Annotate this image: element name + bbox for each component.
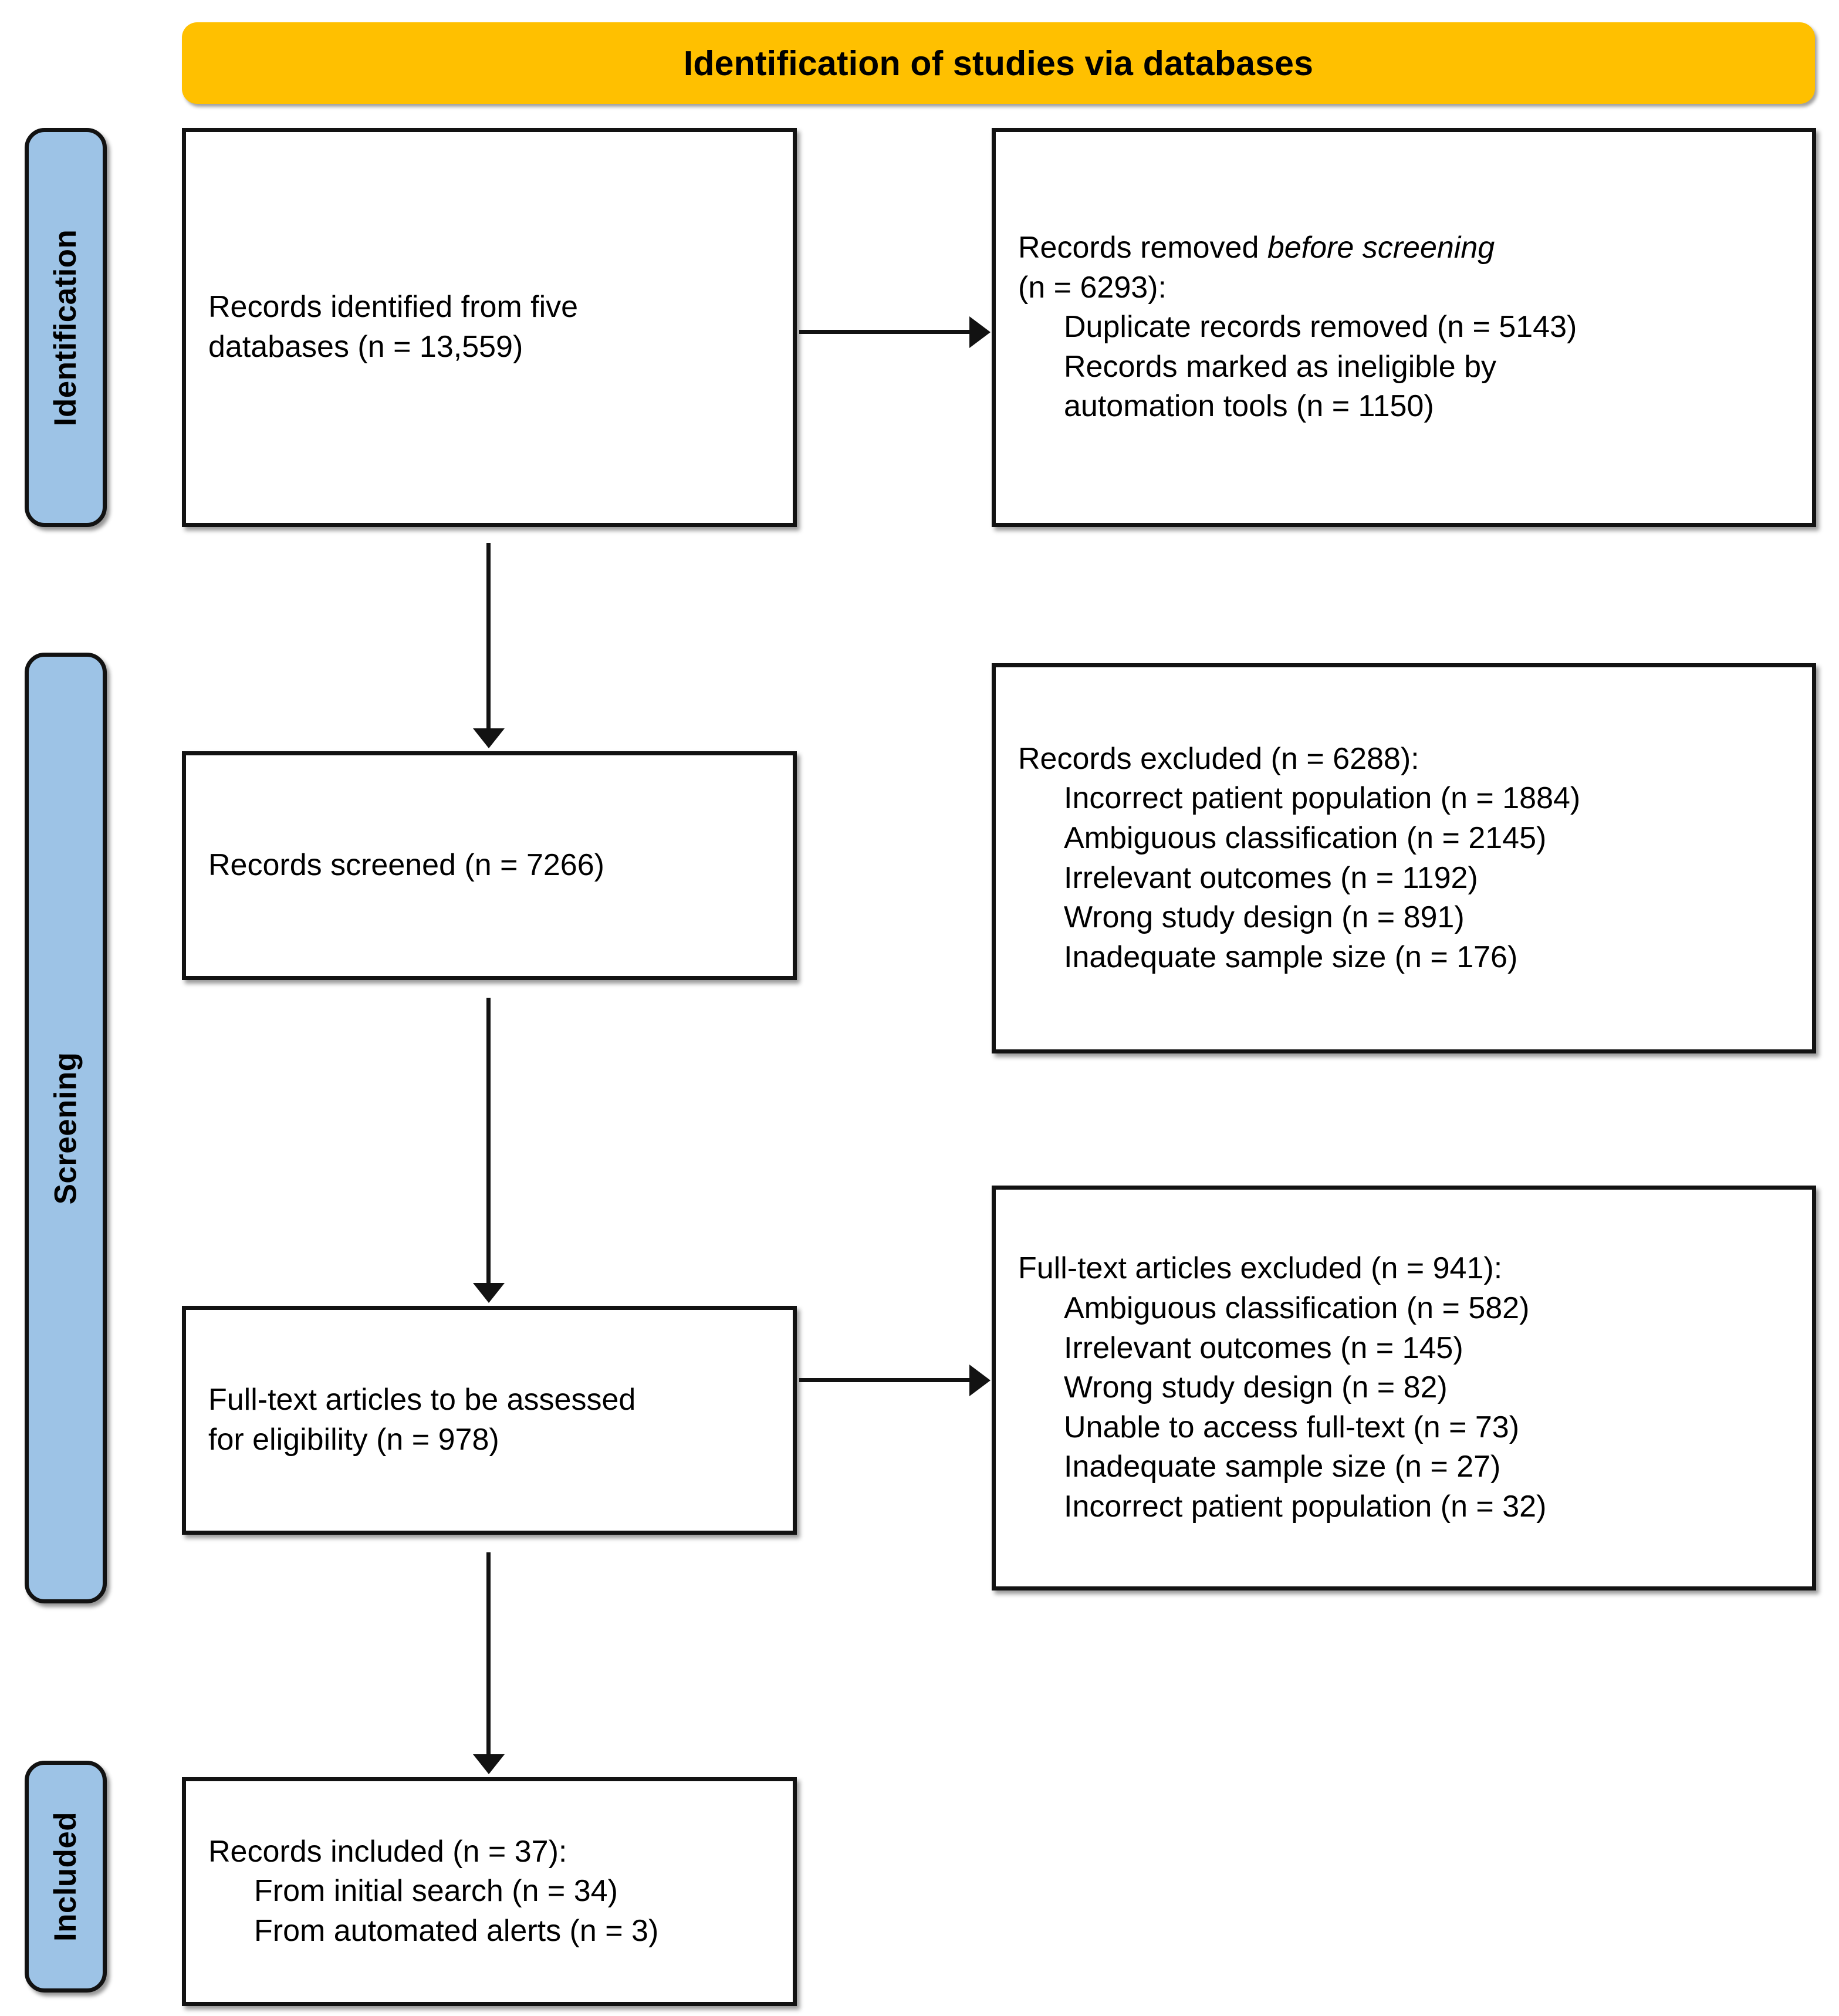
- records-removed-item-ineligible-line2: automation tools (n = 1150): [1064, 389, 1434, 424]
- stage-label-included: Included: [25, 1761, 107, 1993]
- box-records-removed-before-screening: Records removed before screening (n = 62…: [992, 128, 1816, 527]
- box-records-screened-text: Records screened (n = 7266): [186, 846, 793, 886]
- fulltext-excluded-item-3: Wrong study design (n = 82): [1064, 1370, 1448, 1405]
- records-excluded-item-3: Irrelevant outcomes (n = 1192): [1064, 860, 1478, 895]
- records-excluded-item-4: Wrong study design (n = 891): [1064, 900, 1465, 935]
- records-included-header: Records included (n = 37):: [208, 1834, 567, 1869]
- box-fulltext-articles-assessed: Full-text articles to be assessed for el…: [182, 1306, 797, 1535]
- records-included-item-1: From initial search (n = 34): [254, 1874, 618, 1909]
- arrow-screened-to-fulltext-icon: [486, 998, 491, 1285]
- arrow-identified-to-screened-icon: [486, 543, 491, 731]
- records-screened-line1: Records screened (n = 7266): [208, 848, 604, 883]
- records-identified-line2: databases (n = 13,559): [208, 330, 523, 364]
- records-removed-italic: before screening: [1267, 231, 1495, 265]
- box-fulltext-articles-excluded: Full-text articles excluded (n = 941): A…: [992, 1186, 1816, 1590]
- box-records-screened: Records screened (n = 7266): [182, 751, 797, 980]
- diagram-header-banner: Identification of studies via databases: [182, 22, 1815, 104]
- records-identified-line1: Records identified from five: [208, 290, 579, 325]
- records-excluded-item-2: Ambiguous classification (n = 2145): [1064, 820, 1547, 855]
- records-excluded-item-1: Incorrect patient population (n = 1884): [1064, 781, 1581, 816]
- records-removed-prefix: Records removed: [1018, 231, 1267, 265]
- fulltext-excluded-header: Full-text articles excluded (n = 941):: [1018, 1251, 1503, 1286]
- fulltext-excluded-item-6: Incorrect patient population (n = 32): [1064, 1489, 1547, 1524]
- box-records-included: Records included (n = 37): From initial …: [182, 1777, 797, 2006]
- box-fulltext-assessed-text: Full-text articles to be assessed for el…: [186, 1380, 793, 1460]
- box-records-removed-text: Records removed before screening (n = 62…: [996, 228, 1812, 427]
- fulltext-excluded-item-1: Ambiguous classification (n = 582): [1064, 1291, 1530, 1326]
- records-excluded-item-5: Inadequate sample size (n = 176): [1064, 940, 1518, 974]
- box-records-identified-text: Records identified from five databases (…: [186, 288, 793, 367]
- box-fulltext-excluded-text: Full-text articles excluded (n = 941): A…: [996, 1249, 1812, 1527]
- records-removed-item-ineligible-line1: Records marked as ineligible by: [1064, 349, 1497, 384]
- records-excluded-header: Records excluded (n = 6288):: [1018, 741, 1419, 776]
- diagram-title: Identification of studies via databases: [683, 43, 1314, 83]
- fulltext-excluded-item-4: Unable to access full-text (n = 73): [1064, 1410, 1520, 1444]
- records-included-item-2: From automated alerts (n = 3): [254, 1913, 659, 1948]
- arrow-fulltext-to-included-icon: [486, 1552, 491, 1757]
- stage-label-included-text: Included: [48, 1811, 83, 1942]
- box-records-identified: Records identified from five databases (…: [182, 128, 797, 527]
- fulltext-assessed-line2: for eligibility (n = 978): [208, 1423, 499, 1457]
- stage-label-screening-text: Screening: [48, 1052, 83, 1204]
- stage-label-identification-text: Identification: [48, 229, 83, 426]
- stage-label-identification: Identification: [25, 128, 107, 527]
- records-removed-item-duplicates: Duplicate records removed (n = 5143): [1064, 310, 1577, 345]
- records-removed-count: (n = 6293):: [1018, 270, 1167, 305]
- fulltext-excluded-item-2: Irrelevant outcomes (n = 145): [1064, 1331, 1463, 1365]
- fulltext-assessed-line1: Full-text articles to be assessed: [208, 1383, 636, 1417]
- box-records-included-text: Records included (n = 37): From initial …: [186, 1832, 793, 1951]
- arrow-identified-to-removed-icon: [799, 330, 971, 334]
- box-records-excluded: Records excluded (n = 6288): Incorrect p…: [992, 663, 1816, 1053]
- box-records-excluded-text: Records excluded (n = 6288): Incorrect p…: [996, 739, 1812, 978]
- arrow-fulltext-to-excluded-icon: [799, 1378, 971, 1382]
- stage-label-screening: Screening: [25, 653, 107, 1603]
- fulltext-excluded-item-5: Inadequate sample size (n = 27): [1064, 1450, 1501, 1484]
